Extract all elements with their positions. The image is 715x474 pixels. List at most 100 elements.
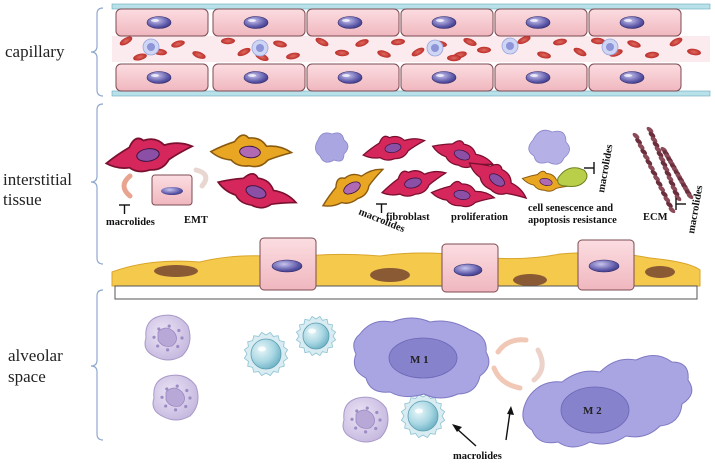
- interstitial-bracket: [90, 103, 104, 265]
- basement-membrane: [114, 285, 698, 300]
- polarization-arrow: [491, 365, 523, 391]
- red-blood-cell: [119, 36, 133, 46]
- proliferation-label: proliferation: [451, 212, 508, 223]
- macrolides-label-senescence: macrolides: [596, 144, 615, 194]
- interstitial-label-line1: interstitial: [3, 170, 72, 189]
- region-labels: capillary interstitial tissue alveolar s…: [3, 7, 104, 441]
- leukocyte: [601, 38, 619, 56]
- capillary-wall-top: [111, 3, 711, 10]
- endothelial-cell: [588, 8, 682, 37]
- polarization-arrow: [495, 337, 529, 355]
- red-blood-cell: [355, 39, 369, 47]
- fibroblast-cell: [321, 168, 385, 207]
- collagen-fibre: [660, 146, 694, 200]
- fibroblast-cell: [468, 162, 528, 200]
- alveolar-space: M 1 M 2 macrolides: [144, 314, 693, 462]
- macrolides-arrow: [505, 411, 511, 441]
- senescent-cell: [557, 167, 588, 187]
- monocytes: [243, 315, 446, 439]
- fibroblast-cell: [209, 134, 294, 168]
- alveolar-label-line2: space: [8, 367, 46, 386]
- endothelial-cell: [588, 63, 682, 92]
- endothelial-cell: [306, 63, 400, 92]
- red-blood-cell: [335, 49, 349, 57]
- m1-nucleus: [388, 337, 458, 379]
- red-blood-cell: [627, 40, 641, 48]
- epithelial-cell: [577, 239, 635, 291]
- red-blood-cell: [591, 37, 605, 45]
- inhibit-symbol-senescence: [584, 162, 595, 174]
- fibroblast-cell: [216, 173, 298, 209]
- endothelial-cells: [115, 8, 682, 92]
- endothelial-cell: [115, 63, 209, 92]
- red-blood-cell: [286, 52, 300, 60]
- fibroblast-cell: [430, 180, 496, 208]
- fibroblast-cell: [104, 137, 195, 173]
- epithelial-nucleus: [645, 266, 675, 278]
- monocyte: [295, 315, 337, 357]
- interstitial-tissue: EMT macrolides macrolides fibroblast pro…: [104, 126, 705, 300]
- emt-arrow: [193, 167, 209, 189]
- endothelial-cell: [494, 8, 588, 37]
- epithelial-nucleus: [513, 274, 547, 286]
- neutrophil: [342, 396, 389, 443]
- collagen-fibre: [632, 132, 676, 214]
- m2-nucleus: [560, 386, 630, 434]
- leukocyte: [142, 38, 160, 56]
- monocyte: [400, 393, 446, 439]
- leukocyte: [251, 39, 269, 57]
- capillary: [111, 3, 711, 97]
- red-blood-cell: [687, 48, 701, 56]
- red-blood-cell: [133, 53, 147, 61]
- interstitial-label-line2: tissue: [3, 190, 42, 209]
- macrolides-arrowhead: [507, 406, 514, 415]
- red-blood-cell: [237, 47, 251, 57]
- fibroblast-cell: [380, 170, 448, 197]
- red-blood-cell: [477, 46, 491, 54]
- red-blood-cell: [669, 37, 683, 47]
- fibroblast-cell: [431, 140, 495, 169]
- epithelial-cell: [441, 243, 499, 293]
- epithelial-layer: [111, 252, 701, 287]
- endothelial-cell: [494, 63, 588, 92]
- ecm-fibres: [632, 126, 694, 214]
- fibroblasts: [104, 134, 573, 209]
- epithelial-nucleus: [154, 265, 198, 277]
- red-blood-cell: [411, 47, 425, 57]
- macrolides-arrowhead: [452, 424, 462, 432]
- red-blood-cell: [553, 38, 567, 46]
- alveolar-bracket: [90, 289, 104, 441]
- leukocyte: [501, 37, 519, 55]
- endothelial-cell: [306, 8, 400, 37]
- macrolides-arrow: [455, 427, 477, 447]
- red-blood-cell: [463, 38, 477, 46]
- red-blood-cell: [221, 37, 235, 45]
- neutrophil: [144, 314, 191, 361]
- inhibit-symbol-ecm: [675, 198, 686, 210]
- neutrophils: [144, 314, 389, 443]
- red-blood-cell: [171, 40, 185, 48]
- capillary-label: capillary: [5, 42, 65, 61]
- capillary-bracket: [90, 7, 104, 97]
- red-blood-cell: [315, 37, 329, 47]
- senescence-label-line2: apoptosis resistance: [528, 215, 617, 226]
- red-blood-cell: [517, 35, 531, 45]
- alveolar-label-line1: alveolar: [8, 346, 63, 365]
- endothelial-cell: [400, 8, 494, 37]
- blood-cells: [119, 35, 701, 62]
- epithelial-cell: [259, 237, 317, 291]
- ecm-label: ECM: [643, 212, 668, 223]
- endothelial-cell: [115, 8, 209, 37]
- interstitial-macrophage: [528, 129, 570, 165]
- senescence-label-line1: cell senescence and: [528, 203, 613, 214]
- fibroblast-cell: [362, 135, 427, 161]
- red-blood-cell: [537, 51, 551, 59]
- inhibit-symbol-emt: [119, 204, 130, 214]
- capillary-wall-bottom: [111, 90, 711, 97]
- red-blood-cell: [573, 47, 587, 57]
- epithelial-nucleus: [370, 268, 410, 282]
- red-blood-cell: [273, 40, 287, 48]
- emt-cell: [151, 174, 193, 206]
- interstitial-macrophage: [315, 132, 349, 163]
